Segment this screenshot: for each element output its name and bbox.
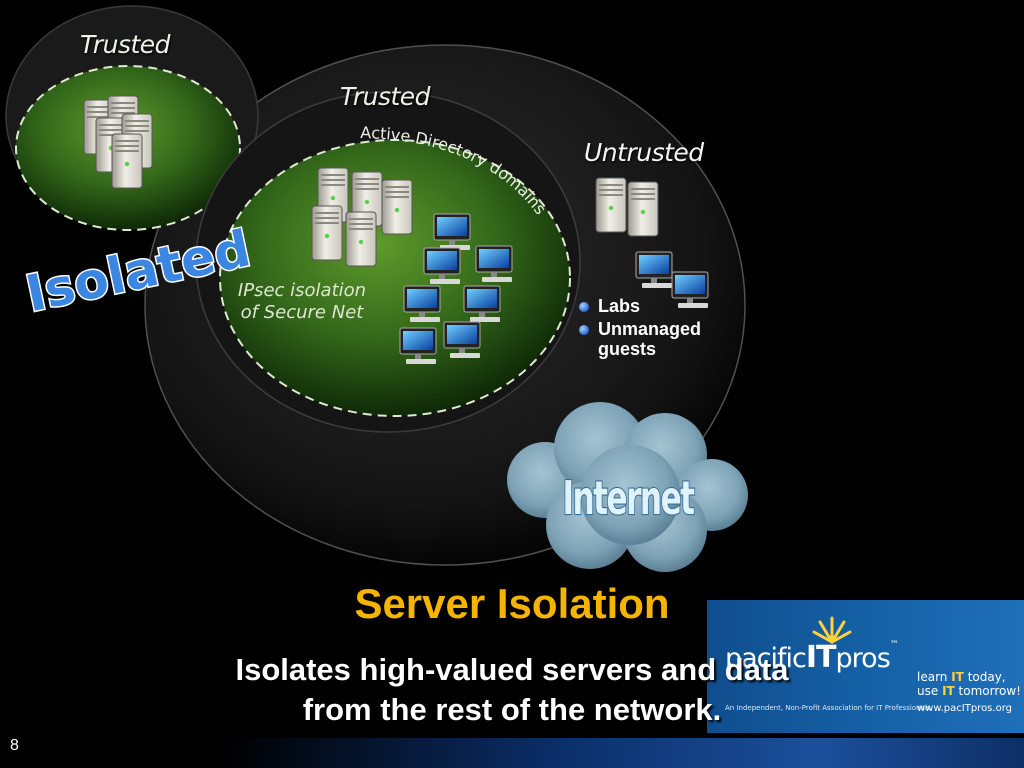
- ipsec-label-line1: IPsec isolation: [237, 280, 367, 301]
- bullet-icon: [579, 325, 589, 335]
- subtitle-line1: Isolates high-valued servers and data: [235, 652, 789, 687]
- untrusted-item-guests: Unmanaged guests: [598, 319, 702, 359]
- logo-url: www.pacITpros.org: [917, 703, 1012, 714]
- internet-label: Internet: [562, 473, 694, 526]
- brand-suffix: pros: [835, 643, 891, 674]
- slide-subtitle: Isolates high-valued servers and data fr…: [60, 650, 964, 730]
- untrusted-items-list: Labs Unmanaged guests: [578, 296, 738, 362]
- isolated-zone-label: Trusted: [80, 30, 171, 59]
- domain-zone-label: Trusted: [340, 82, 431, 111]
- brand-prefix: pacific: [725, 643, 807, 674]
- tagline-text: use: [917, 684, 943, 698]
- bullet-icon: [579, 302, 589, 312]
- untrusted-item-labs: Labs: [598, 296, 641, 316]
- trademark: ™: [889, 640, 899, 650]
- tagline-text: tomorrow!: [954, 684, 1021, 698]
- list-item: Labs: [578, 296, 738, 316]
- brand-it: IT: [805, 640, 837, 675]
- logo-brand: pacificITpros™: [725, 640, 899, 675]
- sun-icon: [812, 616, 852, 644]
- bottom-bar: [0, 738, 1024, 768]
- tagline-em: IT: [942, 684, 955, 698]
- untrusted-zone-label: Untrusted: [584, 138, 704, 167]
- domain-zone-inner: [219, 139, 571, 417]
- ipsec-label-line2: of Secure Net: [240, 302, 364, 323]
- logo-tagline: learn IT today, use IT tomorrow!: [917, 670, 1021, 698]
- internet-cloud: [507, 402, 748, 572]
- ipsec-label: IPsec isolation of Secure Net: [232, 280, 372, 324]
- list-item: Unmanaged guests: [578, 319, 738, 359]
- tagline-text: learn: [917, 670, 952, 684]
- pacific-it-pros-logo: pacificITpros™ learn IT today, use IT to…: [707, 600, 1024, 733]
- slide-title: Server Isolation: [354, 580, 670, 627]
- subtitle-line2: from the rest of the network.: [302, 692, 722, 727]
- page-number: 8: [10, 737, 19, 754]
- logo-association: An Independent, Non-Profit Association f…: [725, 704, 931, 712]
- tagline-em: IT: [951, 670, 964, 684]
- tagline-text: today,: [963, 670, 1006, 684]
